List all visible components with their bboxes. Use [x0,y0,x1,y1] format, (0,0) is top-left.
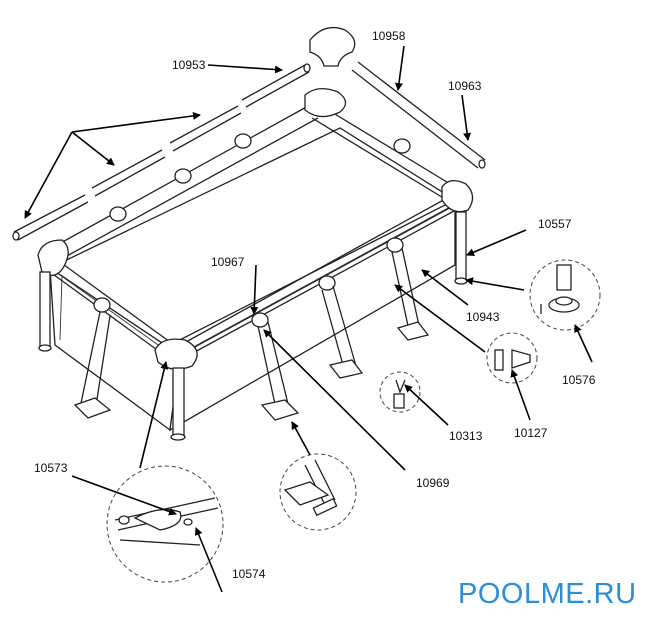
watermark-text: POOLME.RU [458,578,637,610]
callout-arrows [24,45,593,593]
label-10127: 10127 [514,426,548,440]
label-10574: 10574 [232,567,266,581]
detail-circle-10313 [379,371,421,413]
label-10943: 10943 [466,310,500,324]
loose-beams [12,61,486,241]
detail-circle-10576 [529,259,601,331]
label-10557: 10557 [538,217,572,231]
top-rail-frame [47,104,466,361]
detail-circle-leg-foot [279,453,357,531]
detail-circle-10127 [486,332,538,384]
detail-circle-10573 [106,465,224,583]
loose-corner-connector [309,26,356,67]
label-10576: 10576 [562,373,596,387]
label-10967: 10967 [211,255,245,269]
label-10573: 10573 [34,461,68,475]
label-10969: 10969 [416,476,450,490]
label-10958: 10958 [372,29,406,43]
label-10953: 10953 [172,58,206,72]
corner-legs [38,211,468,441]
label-10313: 10313 [449,429,483,443]
u-supports [73,247,430,421]
part-labels: 10953 10958 10963 10557 10967 10943 1057… [34,29,596,581]
label-10963: 10963 [448,79,482,93]
